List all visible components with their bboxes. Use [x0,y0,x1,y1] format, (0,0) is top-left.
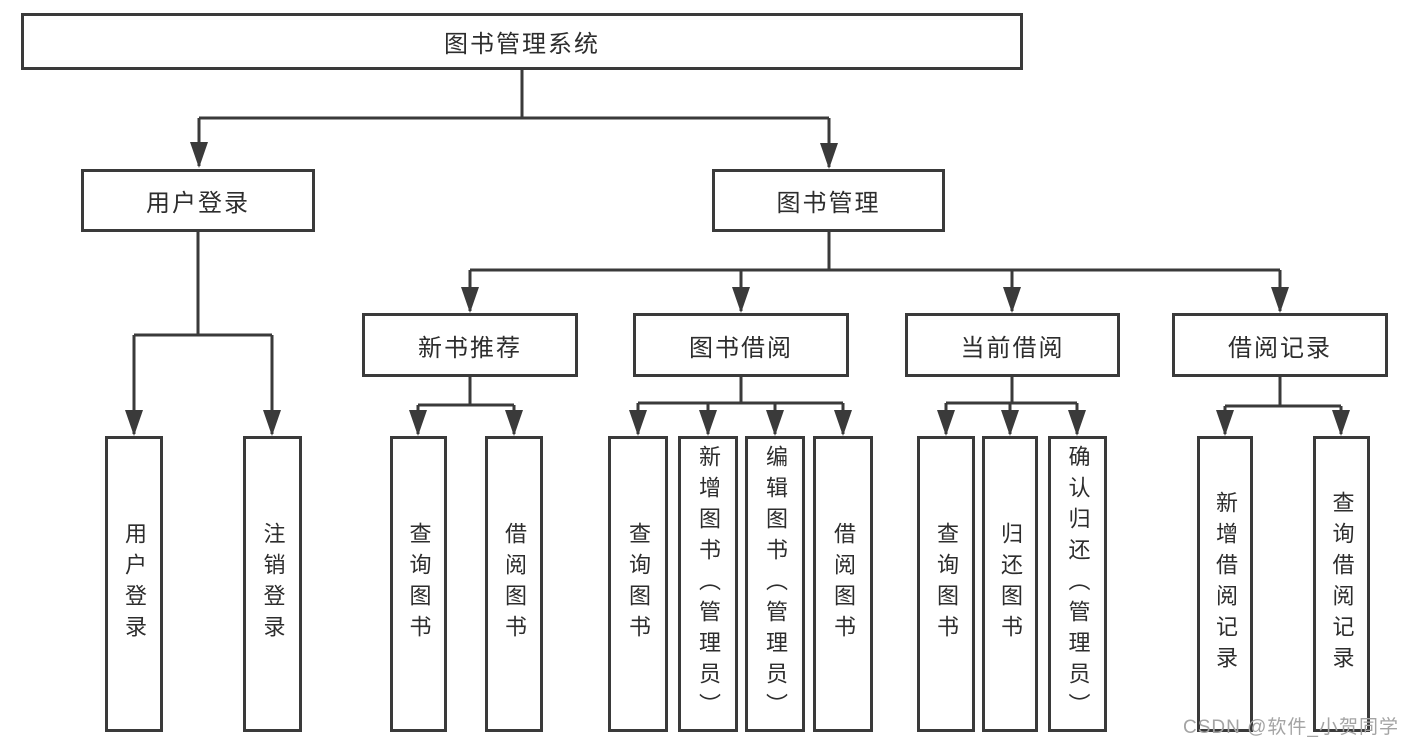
node-label: 图书借阅 [689,334,793,362]
connector-new-book-to-leaves [409,377,523,436]
node-label: 编辑图书（管理员） [763,444,788,724]
leaf-query-books-recommend: 查询图书 [390,436,447,732]
node-current-borrow: 当前借阅 [905,313,1120,377]
leaf-query-books-current: 查询图书 [917,436,975,732]
node-label: 确认归还（管理员） [1065,444,1091,724]
node-label: 用户登录 [122,522,147,646]
node-label: 借阅图书 [502,522,527,646]
leaf-edit-books-admin: 编辑图书（管理员） [745,436,805,732]
leaf-confirm-return-admin: 确认归还（管理员） [1048,436,1107,732]
node-label: 用户登录 [146,190,250,217]
connector-book-borrow-to-leaves [629,377,852,436]
node-label: 查询图书 [934,522,959,646]
node-new-book-recommend: 新书推荐 [362,313,578,377]
node-label: 图书管理 [776,190,881,217]
leaf-user-login: 用户登录 [105,436,163,732]
node-label: 查询图书 [406,522,432,646]
node-label: 归还图书 [998,522,1023,646]
node-label: 查询图书 [626,522,651,646]
node-label: 新增借阅记录 [1213,491,1238,677]
node-library-management-system: 图书管理系统 [21,13,1023,70]
node-label: 借阅记录 [1228,334,1332,362]
connector-user-login-to-leaves [125,232,281,436]
node-label: 借阅图书 [831,522,856,646]
node-label: 图书管理系统 [444,31,600,58]
node-label: 新增图书（管理员） [696,444,721,724]
node-borrow-record: 借阅记录 [1172,313,1388,377]
connector-root-to-level2 [190,70,838,169]
leaf-borrow-books: 借阅图书 [813,436,873,732]
leaf-return-books: 归还图书 [982,436,1038,732]
leaf-logout: 注销登录 [243,436,302,732]
leaf-query-books-borrow: 查询图书 [608,436,668,732]
node-user-login: 用户登录 [81,169,315,232]
connector-borrow-record-to-leaves [1216,377,1350,436]
node-label: 注销登录 [260,522,286,646]
node-book-borrow: 图书借阅 [633,313,849,377]
connector-current-borrow-to-leaves [937,377,1086,436]
node-label: 当前借阅 [960,334,1065,362]
leaf-borrow-books-recommend: 借阅图书 [485,436,543,732]
leaf-query-borrow-record: 查询借阅记录 [1313,436,1370,732]
connector-book-mgmt-to-level3 [461,232,1289,313]
node-label: 查询借阅记录 [1329,491,1355,677]
leaf-add-borrow-record: 新增借阅记录 [1197,436,1253,732]
node-book-management: 图书管理 [712,169,945,232]
node-label: 新书推荐 [418,334,522,362]
csdn-watermark: CSDN @软件_小贺同学 [1183,717,1399,738]
leaf-add-books-admin: 新增图书（管理员） [678,436,738,732]
